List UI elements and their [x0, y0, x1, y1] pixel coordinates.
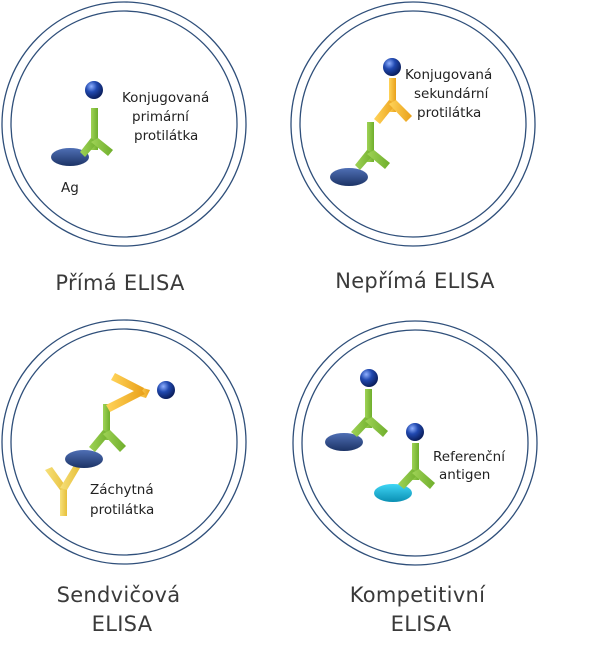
capture-antibody-icon: [45, 465, 80, 516]
conjugate-enzyme-icon: [406, 423, 424, 441]
well-outer-circle: [290, 1, 536, 247]
label-conjugated-secondary: Konjugovaná sekundární protilátka: [405, 67, 497, 121]
label-conjugated-primary: Konjugovaná primární protilátka: [122, 90, 214, 144]
label-line: primární: [132, 109, 190, 125]
well-outer-circle: [1, 1, 247, 247]
label-line: sekundární: [414, 86, 490, 102]
label-line: Konjugovaná: [405, 67, 492, 83]
well-outer-circle: [1, 319, 247, 565]
title-line: ELISA: [391, 612, 452, 636]
label-line: Referenční: [433, 449, 506, 465]
well-inner-circle: [301, 329, 529, 557]
conjugate-enzyme-icon: [85, 81, 103, 99]
secondary-antibody-icon: [106, 373, 150, 412]
panel-indirect: Konjugovaná sekundární protilátka Nepřím…: [290, 1, 536, 293]
primary-antibody-icon: [80, 108, 113, 157]
antibody-icon: [351, 389, 388, 437]
conjugate-enzyme-icon: [360, 369, 378, 387]
title-line: ELISA: [92, 612, 153, 636]
label-line: Záchytná: [90, 482, 154, 498]
conjugate-enzyme-icon: [383, 58, 401, 76]
label-line: protilátka: [90, 502, 154, 518]
panel-sandwich: Záchytná protilátka Sendvičová ELISA: [1, 319, 247, 636]
primary-antibody-icon: [355, 122, 390, 170]
label-line: Konjugovaná: [122, 90, 209, 106]
panel-title: Sendvičová ELISA: [57, 583, 188, 636]
antigen-icon: [330, 168, 368, 186]
conjugate-enzyme-icon: [157, 381, 175, 399]
detection-antibody-icon: [89, 404, 126, 452]
title-line: Sendvičová: [57, 583, 181, 607]
secondary-antibody-icon: [374, 78, 412, 124]
reference-antigen-icon: [374, 484, 412, 502]
antigen-icon: [51, 148, 89, 166]
label-antigen: Ag: [61, 180, 79, 196]
label-line: protilátka: [417, 105, 481, 121]
panel-title: Nepřímá ELISA: [335, 269, 495, 293]
label-capture-antibody: Záchytná protilátka: [90, 482, 158, 518]
label-line: protilátka: [134, 128, 198, 144]
panel-title: Přímá ELISA: [55, 271, 185, 295]
title-line: Kompetitivní: [350, 583, 486, 607]
well-inner-circle: [10, 10, 238, 238]
antigen-icon: [325, 433, 363, 451]
panel-competitive: Referenční antigen Kompetitivní ELISA: [292, 320, 538, 636]
well-inner-circle: [10, 328, 238, 556]
panel-title: Kompetitivní ELISA: [350, 583, 493, 636]
antibody-icon: [398, 443, 435, 489]
label-line: antigen: [439, 467, 490, 483]
panel-direct: Konjugovaná primární protilátka Ag Přímá…: [1, 1, 247, 295]
well-inner-circle: [299, 10, 527, 238]
well-outer-circle: [292, 320, 538, 566]
antigen-icon: [65, 450, 103, 468]
label-reference-antigen: Referenční antigen: [433, 449, 509, 483]
